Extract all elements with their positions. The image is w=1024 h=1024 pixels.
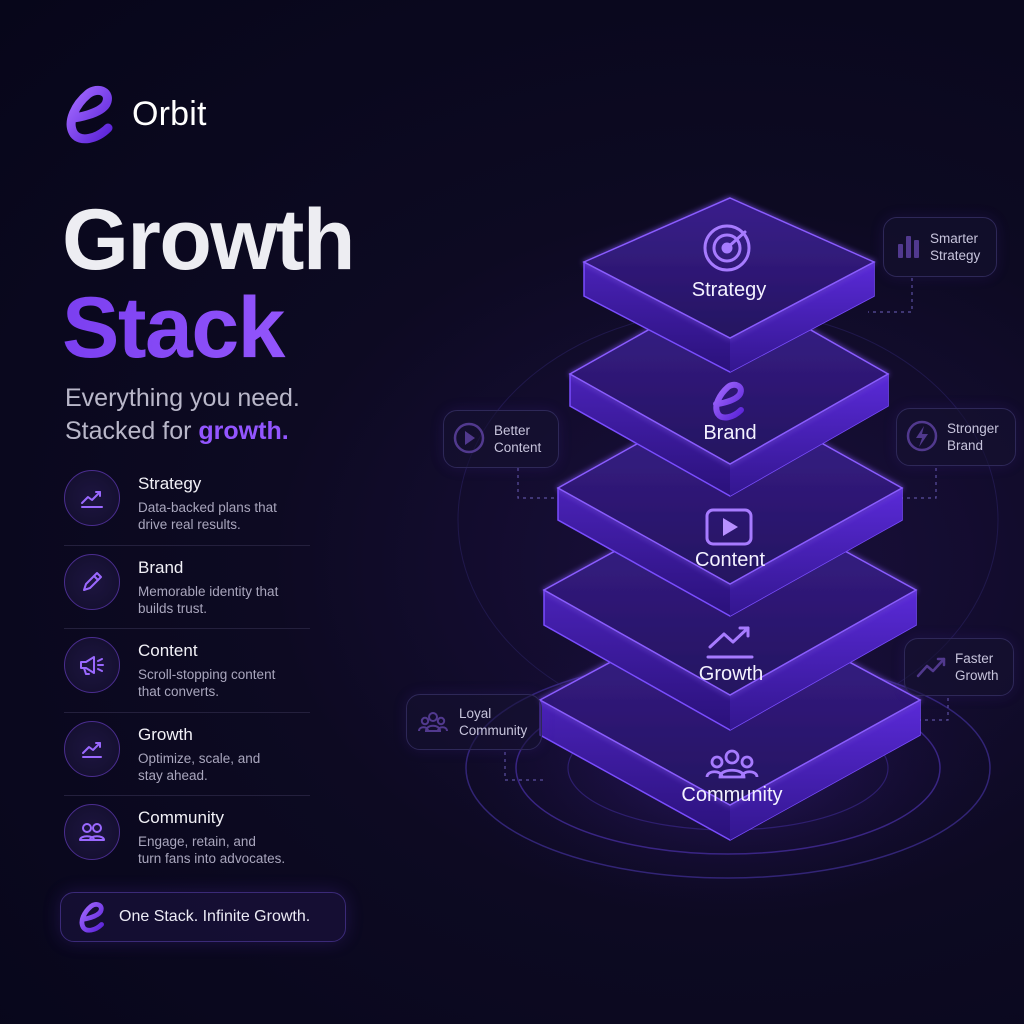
brand-name: Orbit (132, 94, 207, 133)
orbit-logo-icon (66, 85, 113, 144)
feature-title: Strategy (138, 474, 202, 493)
tagline: Everything you need. Stacked for growth. (65, 382, 300, 448)
layer-label-strategy: Strategy (691, 279, 767, 301)
feature-title: Growth (138, 724, 193, 744)
tagline-prefix: Stacked for (65, 417, 199, 445)
tagline-line-1: Everything you need. (65, 384, 300, 412)
layer-label-growth: Growth (698, 663, 764, 685)
orbit-logo-icon (79, 902, 104, 933)
cta-label: One Stack. Infinite Growth. (119, 908, 311, 925)
megaphone-icon (64, 637, 120, 693)
growth-arrow-icon (64, 720, 120, 777)
layer-label-community: Community (681, 784, 783, 806)
tagline-accent: growth. (198, 417, 289, 445)
chart-trend-icon (64, 470, 120, 526)
feature-title: Brand (138, 557, 184, 577)
cta-button[interactable]: One Stack. Infinite Growth. (60, 892, 346, 942)
brand-logo[interactable]: Orbit (62, 84, 207, 144)
title-line-2: Stack (62, 284, 354, 372)
pencil-icon (64, 553, 120, 610)
people-icon (64, 804, 120, 860)
title-line-1: Growth (62, 192, 355, 288)
stack-layer-strategy[interactable] (582, 197, 876, 373)
people-icon (705, 749, 759, 779)
orbit-logo-icon (713, 381, 744, 421)
page-title: Growth Stack (62, 192, 355, 372)
play-icon (705, 508, 753, 546)
layer-label-content: Content (694, 549, 766, 571)
tagline-line-2: Stacked for growth. (65, 415, 300, 448)
feature-title: Community (138, 808, 224, 827)
feature-title: Content (138, 641, 198, 660)
layer-label-brand: Brand (703, 422, 757, 444)
chip-connectors (504, 278, 949, 781)
trend-up-icon (706, 626, 754, 659)
target-icon (703, 224, 751, 272)
